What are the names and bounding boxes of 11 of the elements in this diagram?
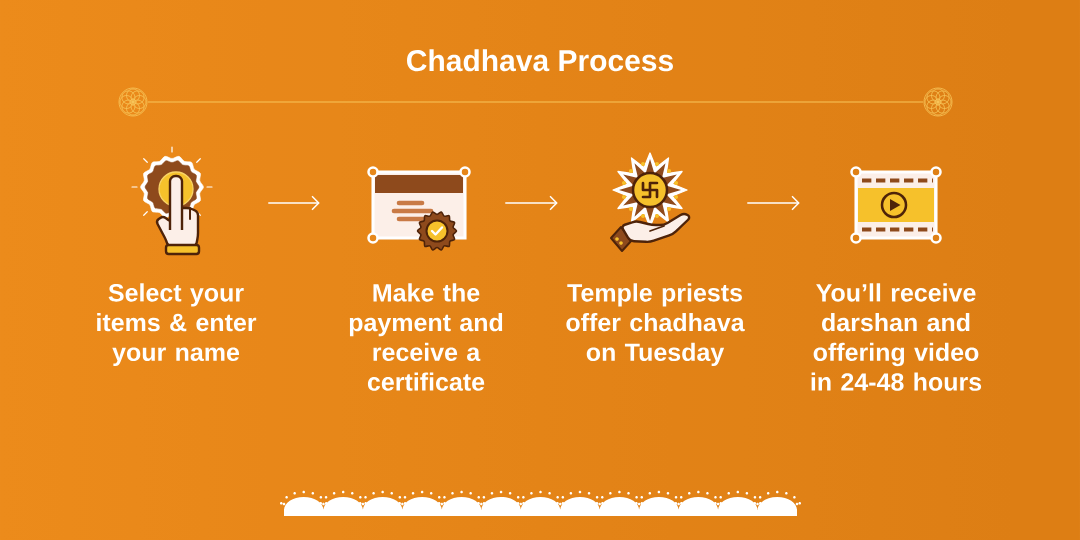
pointing-hand-icon: [131, 146, 213, 256]
step-caption: Temple priests offer chadhava on Tuesday: [566, 283, 745, 367]
step-caption: Make the payment and receive a certificate: [349, 283, 503, 391]
step-caption: Select your items & enter your name: [97, 283, 257, 367]
offering-hand-icon: [610, 152, 691, 252]
arrow: [504, 195, 558, 211]
film-play-icon: [850, 166, 942, 244]
certificate-icon: [367, 166, 471, 251]
arrow: [746, 195, 800, 211]
step-caption: You’ll receive darshan and offering video in 24-48 hours: [811, 283, 982, 391]
title: Chadhava Process: [407, 49, 673, 72]
